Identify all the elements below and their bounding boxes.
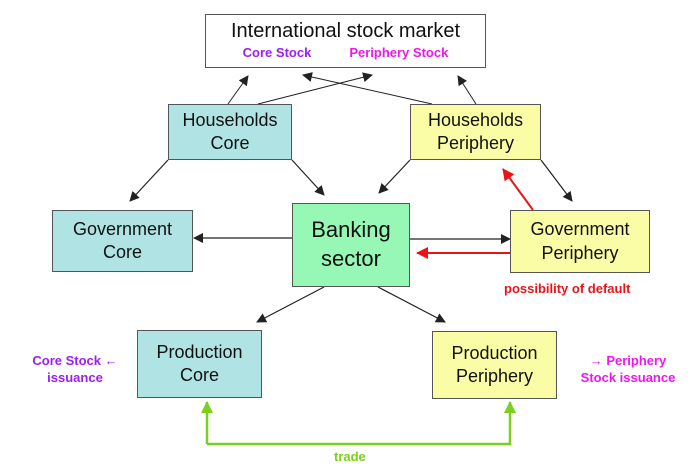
government-periphery-line2: Periphery (541, 242, 619, 263)
periphery-issuance-line2: Stock issuance (580, 369, 676, 385)
production-periphery-node: Production Periphery (432, 331, 557, 399)
core-issuance-line1: Core Stock ← (32, 353, 118, 368)
edge-households-core-to-periphery-stock (257, 72, 373, 105)
production-core-line1: Production (156, 341, 243, 362)
trade-label: trade (334, 449, 366, 464)
core-stock-label: Core Stock (242, 45, 312, 60)
banking-sector-node: Banking sector (292, 203, 410, 287)
international-stock-market-node: International stock market Core Stock Pe… (205, 14, 486, 68)
edge-households-core-to-banking (291, 159, 325, 196)
households-periphery-line1: Households (427, 109, 524, 130)
households-core-line2: Core (210, 133, 250, 153)
edge-households-periphery-to-government-periphery (540, 159, 573, 202)
edge-households-core-to-government-core (129, 159, 169, 202)
edge-households-periphery-to-banking (378, 159, 411, 194)
government-core-line1: Government (72, 218, 173, 239)
production-core-line2: Core (179, 365, 219, 385)
government-periphery-line1: Government (530, 219, 630, 240)
core-stock-issuance-label: Core Stock ← issuance (20, 353, 130, 387)
government-core-line2: Core (102, 242, 142, 262)
production-periphery-line1: Production (451, 342, 538, 363)
edge-banking-to-production-core (256, 286, 325, 323)
households-core-node: Households Core (168, 104, 292, 160)
households-core-line1: Households (182, 109, 278, 130)
government-core-node: Government Core (52, 210, 193, 272)
edge-households-periphery-to-core-stock (302, 72, 433, 105)
periphery-stock-label: Periphery Stock (349, 45, 449, 60)
edge-banking-to-production-periphery (377, 286, 446, 323)
core-issuance-line2: issuance (47, 369, 103, 385)
edge-households-core-to-core-stock (227, 75, 249, 105)
government-periphery-node: Government Periphery (510, 210, 650, 273)
edge-households-periphery-to-periphery-stock (457, 75, 477, 105)
banking-line2: sector (321, 246, 381, 271)
households-periphery-node: Households Periphery (410, 104, 541, 160)
periphery-issuance-line1: → Periphery (589, 353, 667, 368)
production-periphery-line2: Periphery (455, 366, 534, 386)
market-title: International stock market (231, 20, 460, 42)
banking-line1: Banking (311, 217, 391, 243)
edge-default-to-households-periphery (502, 168, 534, 211)
edge-trade-return (207, 401, 516, 446)
periphery-stock-issuance-label: → Periphery Stock issuance (563, 353, 693, 387)
production-core-node: Production Core (137, 330, 262, 398)
households-periphery-line2: Periphery (436, 133, 515, 153)
possibility-of-default-label: possibility of default (504, 281, 631, 296)
